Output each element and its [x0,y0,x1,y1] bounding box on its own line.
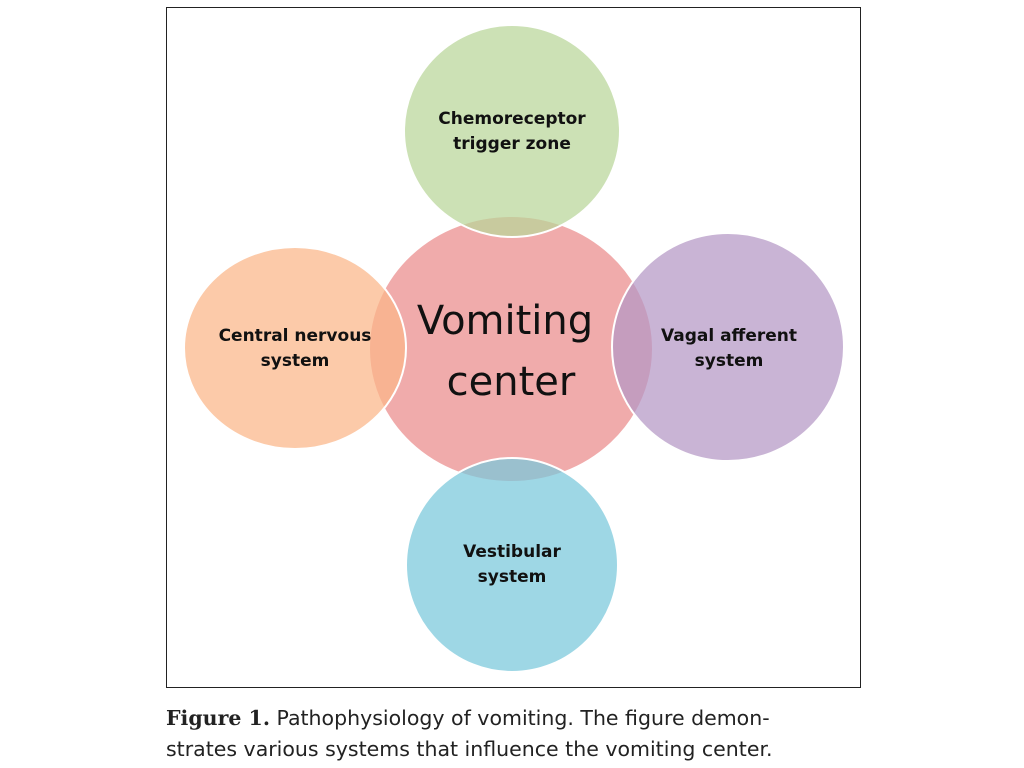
figure-frame [166,7,861,688]
caption-line-1: Figure 1. Pathophysiology of vomiting. T… [166,703,866,734]
caption-text-line1: Pathophysiology of vomiting. The figure … [276,706,770,730]
figure-caption: Figure 1. Pathophysiology of vomiting. T… [166,703,866,765]
caption-text-line2: strates various systems that influence t… [166,737,773,761]
figure-label: Figure 1. [166,706,270,730]
